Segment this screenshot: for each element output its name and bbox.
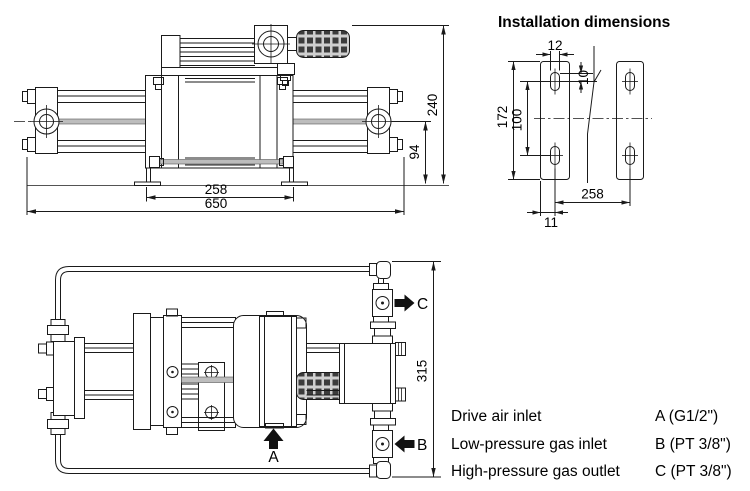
dimension-edge-offset: 11 — [527, 181, 568, 230]
right-end-cap — [362, 87, 403, 154]
bracket-plate-plan — [181, 362, 225, 431]
dimension-bracket-spacing: 258 — [146, 182, 294, 202]
legend-value: C (PT 3/8") — [655, 463, 732, 480]
left-cylinder-plan — [84, 343, 134, 400]
port-legend: Drive air inlet A (G1/2") Low-pressure g… — [451, 403, 750, 486]
port-c-label: C — [417, 296, 428, 313]
dimension-plate-distance: 258 — [554, 168, 631, 216]
dim-edge-offset-label: 11 — [544, 215, 558, 230]
dimension-overall-length: 650 — [26, 157, 405, 215]
muffler — [296, 30, 350, 58]
mounting-plate-left — [540, 61, 570, 180]
center-flange-plan — [133, 308, 182, 435]
dimension-plate-height: 172 — [495, 61, 540, 180]
check-valve-b — [369, 403, 396, 479]
dim-plate-distance-label: 258 — [581, 187, 604, 202]
port-a-arrow — [263, 428, 284, 449]
mounting-bracket-left — [134, 168, 161, 186]
legend-value: B (PT 3/8") — [655, 435, 731, 453]
dim-slot-length-label: 10 — [576, 70, 591, 85]
plan-view-drawing: C B A 315 — [38, 261, 441, 479]
drive-cylinder-plan — [181, 317, 236, 428]
installation-title: Installation dimensions — [498, 14, 670, 31]
dimension-overall-height: 240 — [352, 25, 449, 184]
port-b-label: B — [417, 437, 427, 454]
left-end-cap — [22, 87, 63, 154]
legend-row-drive-air: Drive air inlet A (G1/2") — [451, 403, 750, 431]
legend-value: A (G1/2") — [655, 408, 719, 425]
dim-overall-height-label: 240 — [425, 94, 440, 117]
port-a-label: A — [268, 449, 279, 466]
right-cylinder-plan — [306, 343, 340, 400]
dim-overall-width-label: 315 — [415, 360, 430, 383]
side-view-drawing: 258 650 240 94 — [14, 24, 449, 215]
left-end-cap-plan — [38, 337, 85, 419]
dimension-hole-spacing: 100 — [510, 81, 550, 156]
installation-dimensions-drawing: Installation dimensions 12 10 — [495, 14, 670, 230]
right-cylinder — [293, 90, 368, 153]
dim-hole-spacing-label: 100 — [510, 109, 525, 132]
dim-overall-length-label: 650 — [205, 196, 228, 211]
dimension-slot-length: 10 — [560, 62, 597, 93]
port-c-arrow — [394, 294, 415, 312]
dimension-overall-width: 315 — [392, 261, 441, 478]
dimension-centerline-height: 94 — [392, 121, 431, 184]
port-b-arrow — [394, 435, 415, 453]
left-tee-fitting-top — [47, 319, 69, 342]
gas-tubing-loop — [55, 266, 370, 474]
break-line — [587, 46, 602, 183]
dim-bracket-spacing-label: 258 — [205, 182, 228, 197]
dim-plate-height-label: 172 — [495, 106, 510, 129]
drive-cylinder-body — [145, 35, 294, 169]
dim-centerline-height-label: 94 — [407, 144, 422, 160]
legend-label: Drive air inlet — [451, 408, 542, 425]
legend-label: High-pressure gas outlet — [451, 463, 620, 480]
check-valve-c — [369, 261, 396, 344]
mounting-plate-right — [616, 61, 644, 180]
mounting-bracket-right — [281, 168, 308, 186]
left-cylinder — [57, 90, 146, 153]
dimension-slot-width: 12 — [536, 38, 574, 71]
legend-label: Low-pressure gas inlet — [451, 435, 607, 453]
legend-row-high-pressure: High-pressure gas outlet C (PT 3/8") — [451, 458, 750, 486]
dim-slot-width-label: 12 — [547, 38, 562, 53]
legend-row-low-pressure: Low-pressure gas inlet B (PT 3/8") — [451, 431, 750, 459]
valve-body-plan — [259, 311, 297, 429]
right-end-cap-plan — [339, 342, 406, 404]
pilot-valve — [252, 24, 297, 86]
